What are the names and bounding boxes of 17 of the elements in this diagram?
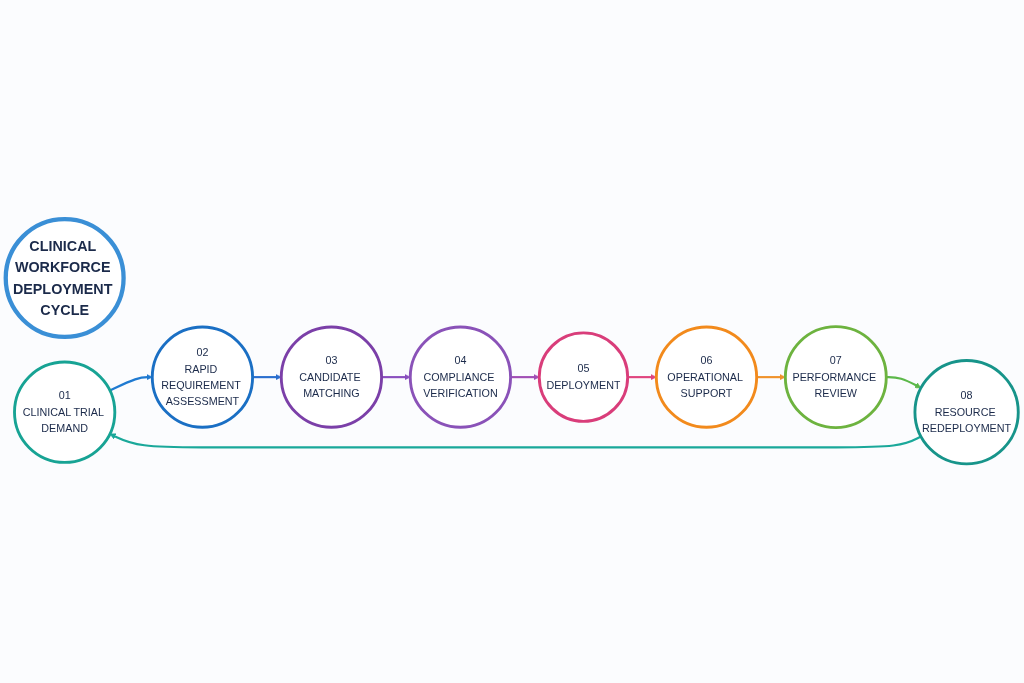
node-circle: 04 COMPLIANCE VERIFICATION — [408, 325, 513, 429]
arrow — [109, 433, 922, 449]
arrow — [886, 376, 922, 389]
arrow — [627, 374, 657, 381]
node-circle: 01 CLINICAL TRIAL DEMAND — [13, 360, 117, 464]
node-circle: 03 CANDIDATE MATCHING — [279, 325, 384, 429]
arrow — [252, 374, 282, 381]
node-circle: 05 DEPLOYMENT — [537, 331, 630, 423]
arrow — [109, 374, 153, 392]
arrow — [510, 374, 540, 381]
node-circle: 08 RESOURCE REDEPLOYMENT — [913, 359, 1020, 466]
arrow — [756, 374, 786, 381]
node-circle: CLINICAL WORKFORCE DEPLOYMENT CYCLE — [3, 216, 126, 340]
node-circle: 07 PERFORMANCE REVIEW — [783, 325, 888, 430]
arrow — [381, 374, 411, 381]
node-circle: 06 OPERATIONAL SUPPORT — [654, 325, 759, 429]
node-circle: 02 RAPID REQUIREMENT ASSESSMENT — [150, 325, 255, 429]
